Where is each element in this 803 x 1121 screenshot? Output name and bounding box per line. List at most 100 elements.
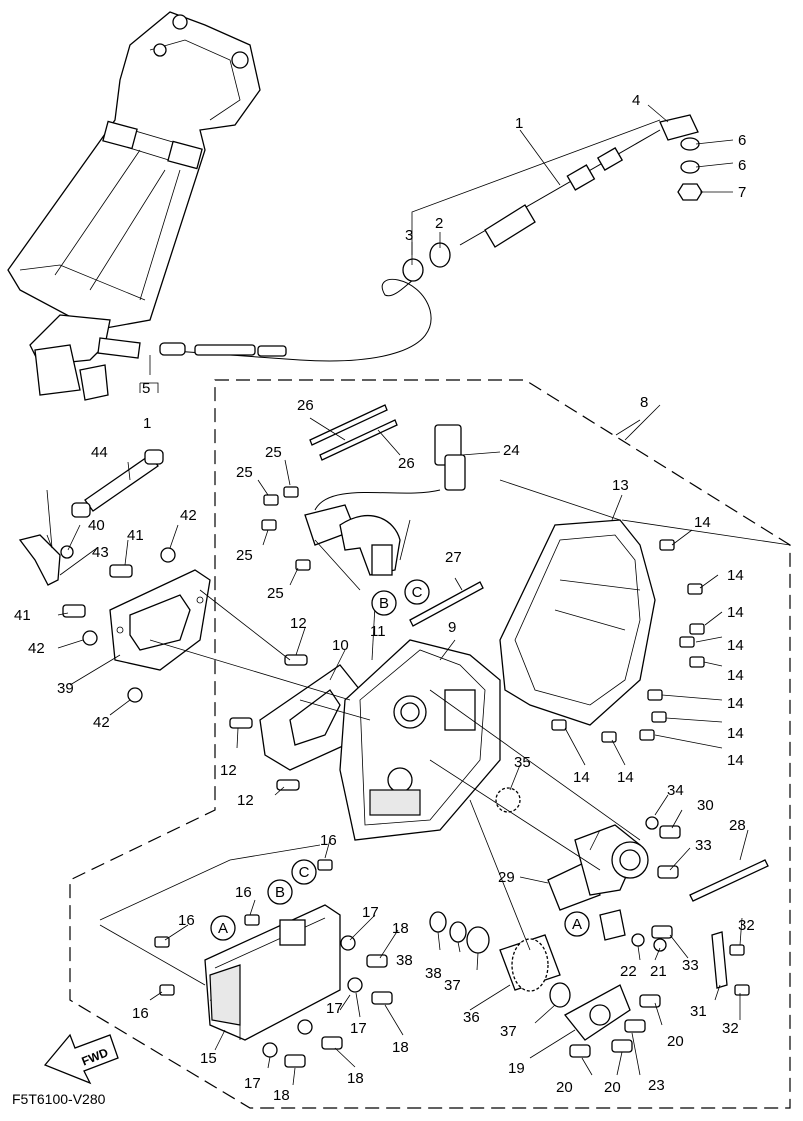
part-label: 40 — [88, 517, 105, 534]
screw-16a — [317, 859, 333, 871]
part-label: 44 — [91, 444, 108, 461]
grommet-17a — [340, 935, 356, 951]
bolt-12c — [276, 779, 300, 791]
part-label: 20 — [667, 1033, 684, 1050]
bolt-18b — [371, 991, 393, 1005]
part-label: 17 — [326, 1000, 343, 1017]
part-label: 18 — [392, 920, 409, 937]
part-label: 18 — [273, 1087, 290, 1104]
diagram-code: F5T6100-V280 — [12, 1091, 106, 1107]
bolt-41b — [62, 604, 86, 618]
part-label: 23 — [648, 1077, 665, 1094]
assembly-boundary — [69, 379, 791, 1109]
part-label: 1 — [515, 115, 523, 132]
cable-tie-27 — [409, 581, 484, 627]
throttle-cable — [97, 114, 699, 362]
lever — [18, 534, 74, 586]
part-label: 28 — [729, 817, 746, 834]
leader-lines — [46, 104, 791, 1086]
fwd-arrow-icon: FWD — [43, 1033, 119, 1085]
part-label: 38 — [425, 965, 442, 982]
cover-13 — [499, 519, 656, 726]
cable-tie-28 — [689, 859, 769, 902]
part-label: 30 — [697, 797, 714, 814]
ref-mark-b: B — [275, 884, 285, 901]
part-label: 3 — [405, 227, 413, 244]
part-label: 6 — [738, 132, 746, 149]
ref-mark-a: A — [218, 920, 228, 937]
screw-20c — [611, 1039, 633, 1053]
part-label: 41 — [14, 607, 31, 624]
part-label: 14 — [727, 667, 744, 684]
part-label: 16 — [132, 1005, 149, 1022]
ref-mark-c: C — [299, 864, 310, 881]
part-label: 14 — [727, 604, 744, 621]
part-label: 14 — [727, 567, 744, 584]
part-label: 17 — [362, 904, 379, 921]
part-label: 25 — [265, 444, 282, 461]
bolt-41a — [109, 564, 133, 578]
ref-mark-a: A — [572, 916, 582, 933]
gear-assembly — [429, 911, 631, 1041]
part-label: 12 — [237, 792, 254, 809]
part-label: 12 — [220, 762, 237, 779]
part-label: 17 — [244, 1075, 261, 1092]
part-label: 29 — [498, 869, 515, 886]
ref-mark-b: B — [379, 595, 389, 612]
part-label: 17 — [350, 1020, 367, 1037]
part-label: 20 — [556, 1079, 573, 1096]
housing-9 — [339, 639, 501, 841]
part-label: 34 — [667, 782, 684, 799]
part-label: 2 — [435, 215, 443, 232]
part-label: 16 — [178, 912, 195, 929]
link-31 — [711, 931, 728, 989]
screw-33a — [657, 865, 679, 879]
harness-connector — [304, 424, 466, 576]
part-label: 20 — [604, 1079, 621, 1096]
part-label: 22 — [620, 963, 637, 980]
part-label: 5 — [142, 380, 150, 397]
cable-tie-26b — [319, 419, 398, 461]
grommet-17b — [347, 977, 363, 993]
ref-mark-c: C — [412, 584, 423, 601]
screw-25c — [261, 519, 277, 531]
screw-33b — [651, 925, 673, 939]
part-label: 7 — [738, 184, 746, 201]
part-label: 37 — [500, 1023, 517, 1040]
part-label: 16 — [235, 884, 252, 901]
bolt-18a — [366, 954, 388, 968]
part-label: 37 — [444, 977, 461, 994]
screw-25d — [295, 559, 311, 571]
screw-25b — [263, 494, 279, 506]
screw-25a — [283, 486, 299, 498]
screw-16b — [244, 914, 260, 926]
screw-30 — [659, 825, 681, 839]
part-label: 16 — [320, 832, 337, 849]
screw-20b — [569, 1044, 591, 1058]
part-label: 38 — [396, 952, 413, 969]
part-label: 6 — [738, 157, 746, 174]
part-label: 19 — [508, 1060, 525, 1077]
part-label: 25 — [236, 464, 253, 481]
screw-16d — [159, 984, 175, 996]
part-label: 42 — [93, 714, 110, 731]
part-label: 12 — [290, 615, 307, 632]
part-label: 33 — [682, 957, 699, 974]
part-label: 32 — [722, 1020, 739, 1037]
part-label: 32 — [738, 917, 755, 934]
part-label: 10 — [332, 637, 349, 654]
part-label: 25 — [236, 547, 253, 564]
part-label: 27 — [445, 549, 462, 566]
part-label: 36 — [463, 1009, 480, 1026]
grommet-42c — [127, 687, 143, 703]
screw-32b — [734, 984, 750, 996]
bolt-12a — [284, 654, 308, 666]
control-unit-15 — [204, 904, 341, 1041]
part-number-labels: 1 2 3 4 5 1 6 6 7 8 9 10 11 12 12 12 13 … — [14, 92, 755, 1104]
steering-pole — [7, 11, 261, 401]
bolt-18d — [284, 1054, 306, 1068]
part-label: 26 — [398, 455, 415, 472]
part-label: 14 — [727, 752, 744, 769]
part-label: 9 — [448, 619, 456, 636]
part-label: 35 — [514, 754, 531, 771]
